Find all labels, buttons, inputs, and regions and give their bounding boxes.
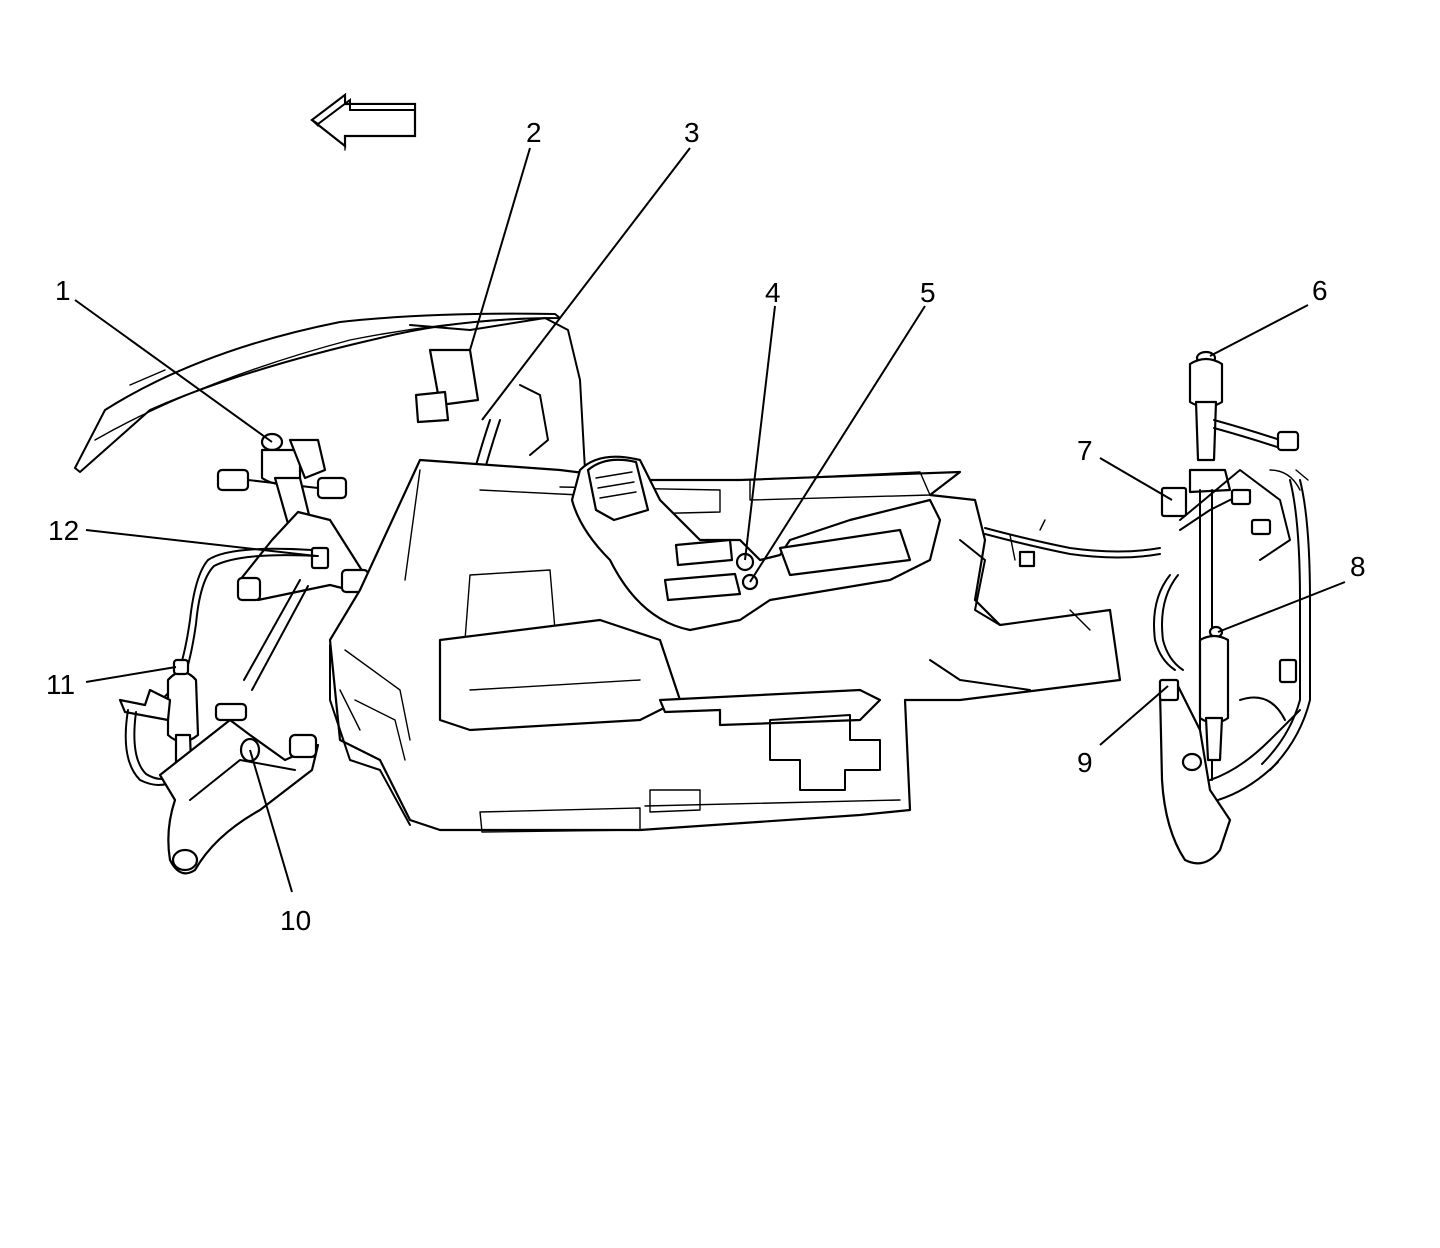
leader-lines [74, 147, 1346, 893]
callout-6: 6 [1312, 275, 1328, 306]
callout-8: 8 [1350, 551, 1366, 582]
callout-9: 9 [1077, 747, 1093, 778]
callout-5: 5 [920, 277, 936, 308]
callout-12: 12 [48, 515, 79, 546]
body-floor-pan [328, 317, 1122, 833]
left-front-suspension [118, 432, 370, 875]
forward-direction-arrow-icon [310, 92, 417, 151]
callout-3: 3 [684, 117, 700, 148]
callout-10: 10 [280, 905, 311, 936]
callout-labels: 1 2 3 4 5 6 7 8 9 10 11 12 [46, 117, 1366, 936]
callout-11: 11 [46, 669, 75, 700]
callout-4: 4 [765, 277, 781, 308]
callout-1: 1 [55, 275, 71, 306]
callout-2: 2 [526, 117, 542, 148]
callout-7: 7 [1077, 435, 1093, 466]
wiring-harness [984, 519, 1161, 568]
right-front-suspension [1153, 350, 1311, 865]
windshield-cowl [74, 312, 561, 473]
